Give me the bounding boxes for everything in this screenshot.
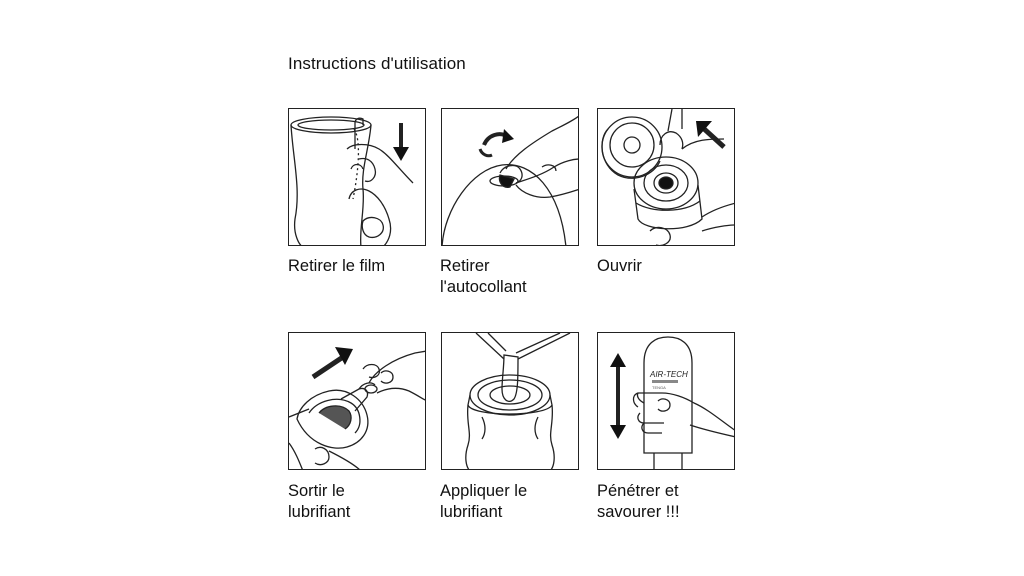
remove-sticker-illustration xyxy=(442,109,579,246)
step-5-caption-line2: lubrifiant xyxy=(440,503,503,521)
instructions-title: Instructions d'utilisation xyxy=(288,54,466,73)
step-4-caption-line2: lubrifiant xyxy=(288,503,351,521)
product-brand-label: AIR-TECH xyxy=(649,370,688,379)
open-cap-illustration xyxy=(598,109,735,246)
step-5-caption-line1: Appliquer le xyxy=(440,482,528,500)
penetrate-enjoy-illustration: AIR-TECH TENGA xyxy=(610,333,735,470)
remove-film-illustration xyxy=(289,109,426,246)
step-1-caption-line1: Retirer le film xyxy=(288,257,386,275)
step-6-caption-line1: Pénétrer et xyxy=(597,482,679,500)
step-3-panel xyxy=(597,108,735,246)
product-tagline-label: TENGA xyxy=(652,385,666,390)
step-4-panel xyxy=(288,332,426,470)
step-6-panel: AIR-TECH TENGA xyxy=(597,332,735,470)
take-out-lubricant-illustration xyxy=(289,347,426,470)
step-2-panel xyxy=(441,108,579,246)
step-3-caption-line1: Ouvrir xyxy=(597,257,642,275)
step-5-panel xyxy=(441,332,579,470)
step-4-caption: Sortir le lubrifiant xyxy=(288,481,350,523)
step-2-caption: Retirer l'autocollant xyxy=(440,256,527,298)
step-1-panel xyxy=(288,108,426,246)
step-3-caption: Ouvrir xyxy=(597,256,642,277)
step-4-caption-line1: Sortir le xyxy=(288,482,345,500)
step-2-caption-line1: Retirer xyxy=(440,257,490,275)
step-5-caption: Appliquer le lubrifiant xyxy=(440,481,527,523)
apply-lubricant-illustration xyxy=(442,333,579,470)
step-6-caption-line2: savourer !!! xyxy=(597,503,680,521)
step-6-caption: Pénétrer et savourer !!! xyxy=(597,481,680,523)
step-1-caption: Retirer le film xyxy=(288,256,385,277)
step-2-caption-line2: l'autocollant xyxy=(440,278,527,296)
